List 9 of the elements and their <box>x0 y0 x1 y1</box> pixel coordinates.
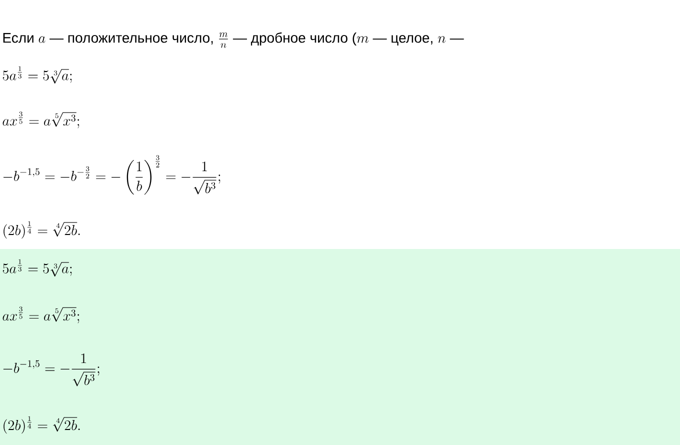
text-line: $\text{Если } a \text{ — положительное число, } \frac{m}{n} \text{ — дробное число (} m \text{ — целое, } n \text{ —}$ <box>3 32 464 48</box>
formula: $ax^{\frac{3}{5}} = a\sqrt[5]{x^3};$ <box>2 306 80 324</box>
formula: $ax^{\frac{3}{5}} = a\sqrt[5]{x^3};$ <box>2 112 80 128</box>
formula: $5a^{\frac{1}{3}} = 5\sqrt[3]{a};$ <box>2 66 72 84</box>
formula: $(2b)^{\frac{1}{4}} = \sqrt[4]{2b}.$ <box>4 221 80 239</box>
formula: $(2b)^{\frac{1}{4}} = \sqrt[4]{2b}.$ <box>4 416 80 434</box>
formula: $-b^{-1{,}5} = -b^{-\frac{3}{2}} = -\left(\frac{1}{b}\right)^{\frac{3}{2}} = -\frac{1}{\sqrt{b^3}};$ <box>3 155 220 195</box>
formula: $-b^{-1{,}5} = -\frac{1}{\sqrt{b^3}};$ <box>3 354 100 386</box>
formula: $5a^{\frac{1}{3}} = 5\sqrt[3]{a};$ <box>2 259 72 277</box>
